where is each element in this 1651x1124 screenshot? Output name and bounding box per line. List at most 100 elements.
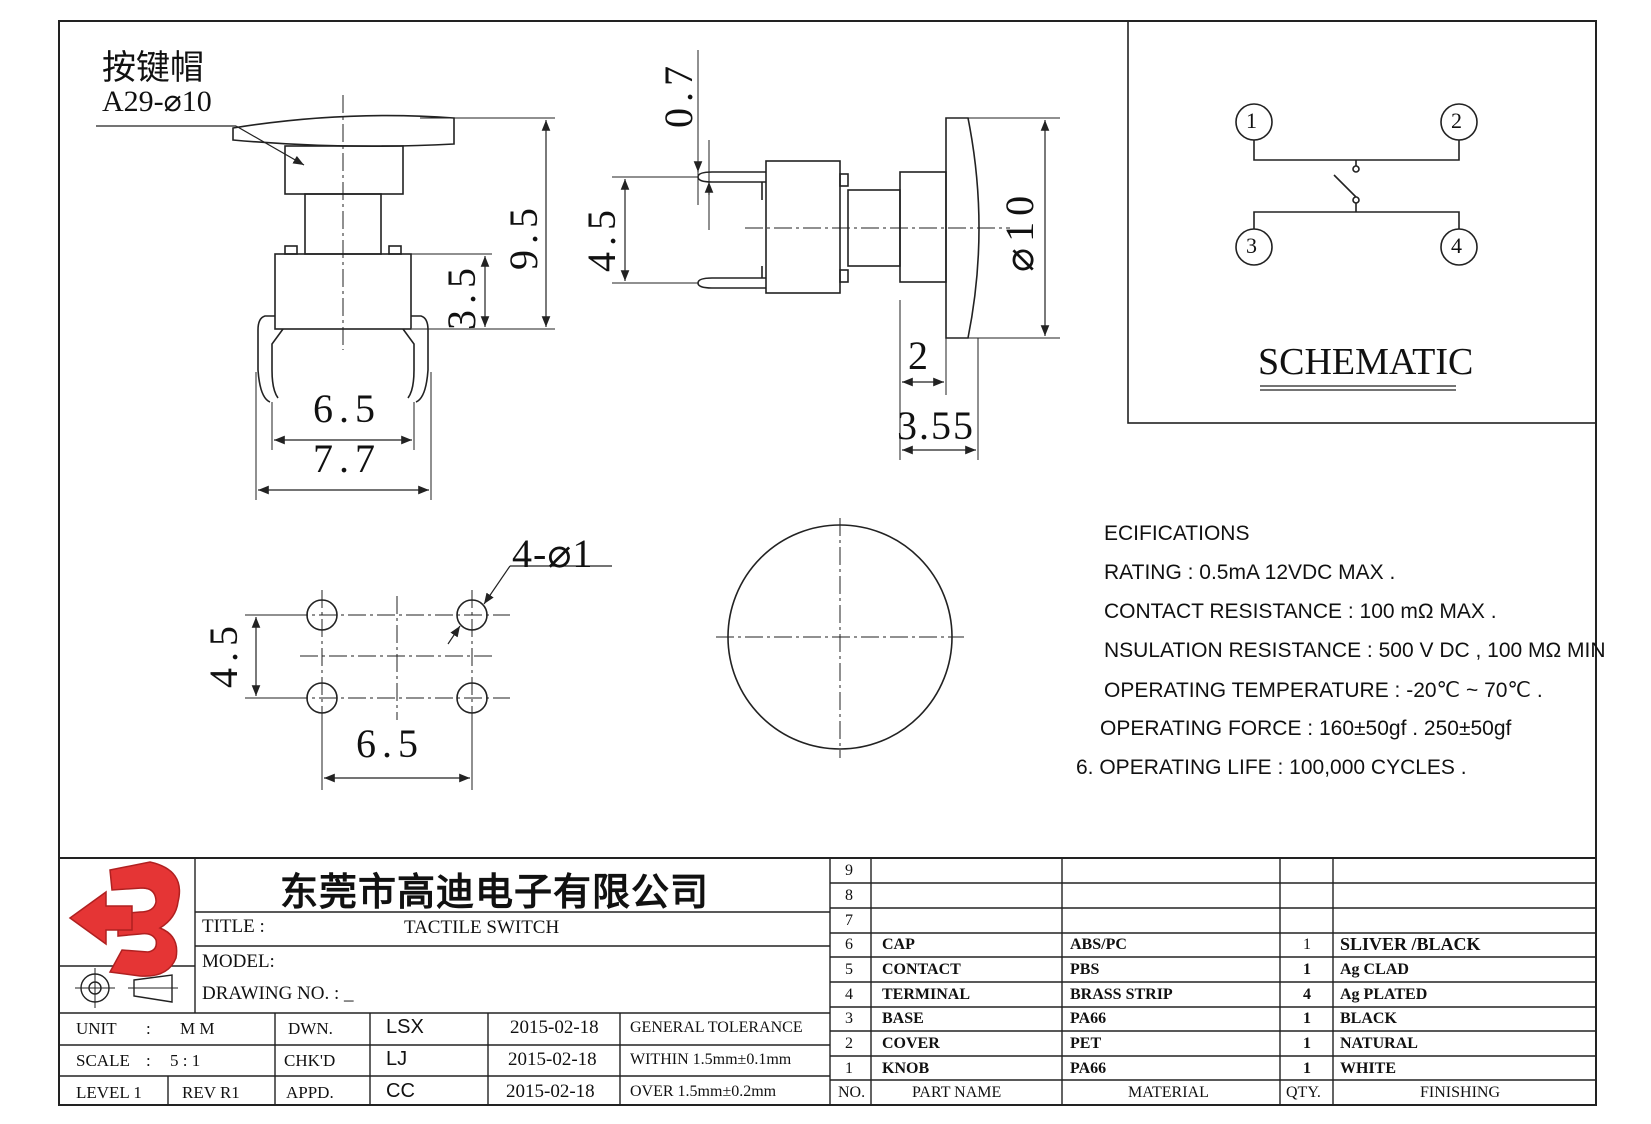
bom-material: PA66 (1070, 1060, 1107, 1077)
dwn-name: LSX (386, 1016, 424, 1038)
callout-title: 按键帽 (102, 48, 204, 88)
dim-9-5: 9.5 (501, 202, 546, 270)
dwn-role: DWN. (288, 1019, 333, 1038)
bom-part: COVER (882, 1035, 940, 1052)
spec-operating-temperature: OPERATING TEMPERATURE : -20℃ ~ 70℃ . (1104, 679, 1543, 702)
spec-operating-force: OPERATING FORCE : 160±50gf . 250±50gf (1100, 717, 1512, 740)
dim-7-7: 7.7 (313, 436, 381, 481)
side-view (612, 50, 1060, 460)
bom-no: 3 (845, 1010, 853, 1027)
side-body (765, 160, 841, 294)
title-value: TACTILE SWITCH (404, 917, 560, 938)
side-stem (899, 171, 947, 283)
bom-qty: 1 (1303, 1060, 1311, 1077)
dim-diameter-10: ⌀10 (997, 189, 1042, 272)
dim-0-7: 0.7 (656, 60, 701, 128)
spec-heading: ECIFICATIONS (1104, 522, 1250, 545)
front-view (96, 95, 555, 500)
projection-symbol-icon (75, 968, 178, 1008)
pcb-layout (245, 565, 612, 790)
pin-3-label: 3 (1246, 233, 1257, 258)
pin-4-label: 4 (1451, 233, 1462, 258)
dwn-date: 2015-02-18 (510, 1017, 599, 1038)
dim-6-5-front: 6.5 (313, 386, 381, 431)
bom-material: PA66 (1070, 1010, 1107, 1027)
dim-2: 2 (908, 333, 934, 378)
bom-material: PBS (1070, 961, 1100, 978)
cap-outline (232, 114, 455, 148)
bom-material: ABS/PC (1070, 936, 1127, 953)
side-pin-bottom (697, 277, 766, 289)
scale-value: 5 : 1 (170, 1051, 201, 1070)
bom-qty: 4 (1303, 986, 1311, 1003)
bom-header-qty: QTY. (1286, 1084, 1321, 1101)
bom-no: 1 (845, 1060, 853, 1077)
bom-header-no: NO. (838, 1084, 866, 1101)
bom-header-material: MATERIAL (1128, 1084, 1209, 1101)
bom-qty: 1 (1303, 1010, 1311, 1027)
bom-no: 6 (845, 936, 853, 953)
general-tolerance: GENERAL TOLERANCE (630, 1019, 803, 1036)
bom-finish: NATURAL (1340, 1035, 1418, 1052)
side-cap (945, 117, 980, 339)
bom-qty: 1 (1303, 936, 1311, 953)
dim-4-5-pcb: 4.5 (201, 620, 246, 688)
bom-finish: WHITE (1340, 1060, 1397, 1077)
spec-operating-life: 6. OPERATING LIFE : 100,000 CYCLES . (1076, 756, 1467, 779)
bom-header-part-name: PART NAME (912, 1084, 1002, 1101)
dim-4-holes-dia-1: 4-⌀1 (512, 531, 594, 576)
chkd-date: 2015-02-18 (508, 1049, 597, 1070)
drawing-frame (58, 20, 1597, 1106)
dim-3-5: 3.5 (439, 262, 484, 330)
unit-label: UNIT (76, 1019, 117, 1038)
bom-row-8-no: 8 (845, 887, 853, 904)
bom-material: PET (1070, 1035, 1102, 1052)
spec-rating: RATING : 0.5mA 12VDC MAX . (1104, 561, 1396, 584)
dim-6-5-pcb: 6.5 (356, 721, 424, 766)
level-label: LEVEL 1 (76, 1083, 142, 1102)
appd-name: CC (386, 1080, 415, 1102)
bom-part: TERMINAL (882, 986, 971, 1003)
schematic-box (1127, 20, 1597, 424)
bom-qty: 1 (1303, 1035, 1311, 1052)
appd-role: APPD. (286, 1083, 334, 1102)
title-block-grid (59, 857, 1596, 1105)
dim-4-5-side: 4.5 (579, 204, 624, 272)
bom-no: 2 (845, 1035, 853, 1052)
schematic-symbol (1235, 103, 1478, 391)
unit-colon: : (146, 1019, 151, 1038)
tolerance-within: WITHIN 1.5mm±0.1mm (630, 1051, 792, 1068)
cap-stem-top (284, 145, 404, 195)
left-terminal (257, 315, 275, 403)
bom-finish: SLIVER /BLACK (1340, 934, 1481, 954)
bom-finish: Ag CLAD (1340, 961, 1409, 978)
bom-no: 4 (845, 986, 853, 1003)
title-label: TITLE : (202, 916, 265, 937)
bom-qty: 1 (1303, 961, 1311, 978)
appd-date: 2015-02-18 (506, 1081, 595, 1102)
chkd-name: LJ (386, 1048, 408, 1070)
model-label: MODEL: (202, 951, 275, 972)
bom-part: CONTACT (882, 961, 961, 978)
cap-top-view (716, 518, 964, 758)
pin-2-label: 2 (1451, 108, 1462, 133)
drawing-no-label: DRAWING NO. : _ (202, 983, 354, 1004)
right-terminal (411, 315, 429, 403)
dim-3-55: 3.55 (897, 403, 975, 448)
schematic-label: SCHEMATIC (1258, 341, 1474, 383)
bom-header-finishing: FINISHING (1420, 1084, 1500, 1101)
tolerance-over: OVER 1.5mm±0.2mm (630, 1083, 777, 1100)
scale-label: SCALE (76, 1051, 130, 1070)
bom-part: BASE (882, 1010, 924, 1027)
bom-row-7-no: 7 (845, 912, 853, 929)
bom-part: CAP (882, 936, 915, 953)
bom-material: BRASS STRIP (1070, 986, 1173, 1003)
scale-colon: : (146, 1051, 151, 1070)
bom-finish: BLACK (1340, 1010, 1397, 1027)
side-pin-top (697, 171, 766, 183)
bom-part: KNOB (882, 1060, 930, 1077)
rev-label: REV R1 (182, 1083, 240, 1102)
company-name: 东莞市高迪电子有限公司 (280, 870, 710, 914)
chkd-role: CHK'D (284, 1051, 336, 1070)
